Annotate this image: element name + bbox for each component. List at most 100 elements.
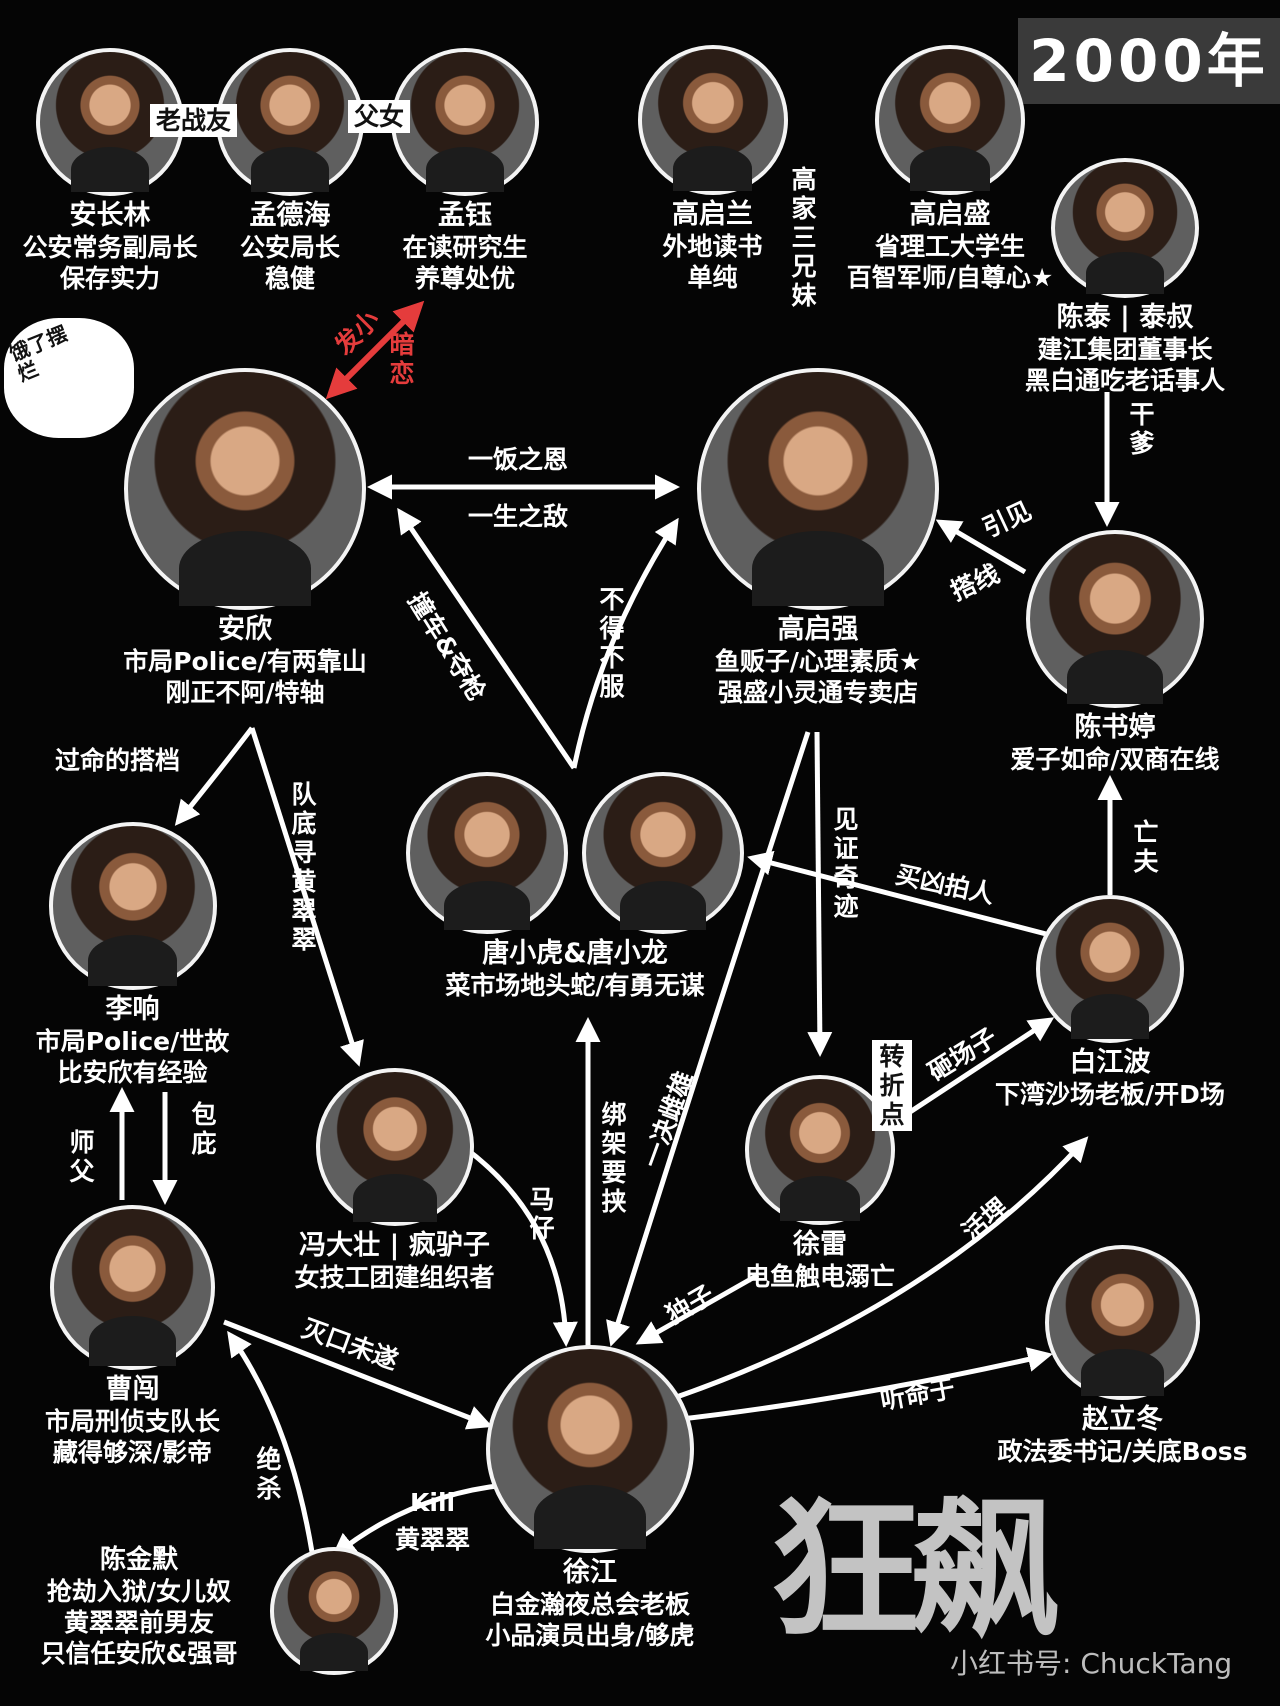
sticker-icon bbox=[4, 318, 134, 438]
node-name: 唐小虎&唐小龙 bbox=[482, 938, 668, 969]
node-desc: 百智军师/自尊心★ bbox=[846, 263, 1054, 292]
node-name: 陈金默 bbox=[99, 1545, 178, 1575]
node-desc: 单纯 bbox=[687, 263, 738, 292]
avatar bbox=[1051, 158, 1199, 298]
arrow-tang-anxin bbox=[397, 507, 577, 770]
node-gao-qisheng: 高启盛 省理工大学生 百智军师/自尊心★ bbox=[835, 45, 1065, 293]
label-kill-target: 黄翠翠 bbox=[395, 1525, 471, 1554]
avatar bbox=[406, 772, 568, 934]
avatar bbox=[875, 45, 1025, 195]
node-desc: 小品演员出身/够虎 bbox=[485, 1621, 695, 1650]
node-cao-chuang: 曹闯 市局刑侦支队长 藏得够深/影帝 bbox=[25, 1205, 240, 1468]
node-chen-jinmo: 陈金默 抢劫入狱/女儿奴 黄翠翠前男友 只信任安欣&强哥 bbox=[20, 1545, 400, 1695]
label-cover: 包庇 bbox=[191, 1100, 217, 1158]
label-partner: 过命的搭档 bbox=[55, 746, 181, 775]
node-name: 陈书婷 bbox=[1074, 712, 1156, 743]
node-bai-jiangbo: 白江波 下湾沙场老板/开D场 bbox=[975, 895, 1245, 1110]
label-meal-debt: 一饭之恩 bbox=[468, 445, 569, 474]
node-desc: 女技工团建组织者 bbox=[294, 1263, 495, 1292]
node-desc: 稳健 bbox=[264, 264, 315, 293]
label-godfather: 干爹 bbox=[1129, 400, 1155, 458]
arrow-tang-gaoqiqiang bbox=[571, 517, 679, 769]
node-desc: 爱子如命/双商在线 bbox=[1010, 745, 1220, 774]
node-desc: 抢劫入狱/女儿奴 bbox=[46, 1577, 232, 1606]
arrow-anxin-fengdazhuang bbox=[249, 727, 364, 1067]
node-desc: 市局Police/有两靠山 bbox=[123, 647, 367, 676]
node-meng-yu: 孟钰 在读研究生 养尊处优 bbox=[385, 48, 545, 294]
node-desc: 建江集团董事长 bbox=[1037, 335, 1213, 364]
label-witness-miracle: 见证奇迹 bbox=[833, 805, 859, 921]
arrow-fengdazhuang-xujiang bbox=[463, 1145, 578, 1347]
node-zhao-lidong: 赵立冬 政法委书记/关底Boss bbox=[975, 1245, 1270, 1467]
label-not-convinced: 不得不服 bbox=[599, 585, 625, 701]
node-name: 高启兰 bbox=[672, 199, 753, 230]
avatar bbox=[391, 48, 539, 196]
arrow-chenjinmo-caochuang bbox=[227, 1330, 315, 1553]
node-name: 曹闯 bbox=[105, 1374, 160, 1405]
node-desc: 政法委书记/关底Boss bbox=[997, 1437, 1248, 1466]
node-name: 高启盛 bbox=[909, 199, 991, 230]
node-name: 陈泰 | 泰叔 bbox=[1056, 302, 1194, 333]
node-name: 孟钰 bbox=[438, 200, 492, 231]
avatar bbox=[582, 772, 744, 934]
label-kidnap: 绑架要挟 bbox=[601, 1100, 627, 1216]
node-desc: 省理工大学生 bbox=[874, 232, 1025, 261]
node-li-xiang: 李响 市局Police/世故 比安欣有经验 bbox=[25, 822, 240, 1088]
label-kill: Kill bbox=[410, 1488, 456, 1517]
arrow-xujiang-zhaolidong bbox=[672, 1347, 1053, 1423]
node-desc: 公安常务副局长 bbox=[22, 233, 198, 262]
arrow-xulei-xujiang bbox=[635, 1272, 760, 1345]
label-turning-point: 转折点 bbox=[872, 1040, 912, 1131]
label-siblings: 高家三兄妹 bbox=[791, 165, 817, 310]
label-crush: 暗恋 bbox=[389, 330, 415, 388]
arrow-anxin-mengyu bbox=[325, 300, 425, 400]
node-name: 李响 bbox=[105, 994, 160, 1025]
label-master: 师父 bbox=[69, 1128, 95, 1186]
avatar bbox=[697, 368, 939, 610]
node-desc: 黑白通吃老话事人 bbox=[1024, 366, 1225, 395]
node-gao-qilan: 高启兰 外地读书 单纯 bbox=[630, 45, 795, 293]
node-name: 孟德海 bbox=[249, 200, 331, 231]
node-name: 徐雷 bbox=[793, 1229, 847, 1260]
avatar bbox=[124, 368, 366, 610]
avatar bbox=[48, 822, 217, 990]
label-search-huang: 队底寻黄翠翠 bbox=[291, 780, 317, 954]
avatar bbox=[216, 48, 364, 196]
node-tang: 唐小虎&唐小龙 菜市场地头蛇/有勇无谋 bbox=[405, 772, 745, 1001]
label-kill-off: 绝杀 bbox=[256, 1445, 282, 1503]
arrow-xujiang-baijiangbo bbox=[667, 1136, 1089, 1403]
arrow-anxin-lixiang bbox=[174, 726, 254, 826]
node-desc: 保存实力 bbox=[59, 264, 160, 293]
node-desc: 刚正不阿/特轴 bbox=[165, 678, 325, 707]
node-gao-qiqiang: 高启强 鱼贩子/心理素质★ 强盛小灵通专卖店 bbox=[678, 368, 958, 708]
node-name: 赵立冬 bbox=[1082, 1404, 1163, 1435]
node-meng-dehai: 孟德海 公安局长 稳健 bbox=[205, 48, 375, 294]
node-name: 冯大壮 | 疯驴子 bbox=[299, 1230, 490, 1261]
node-chen-tai: 陈泰 | 泰叔 建江集团董事长 黑白通吃老话事人 bbox=[1015, 158, 1235, 396]
node-desc: 白金瀚夜总会老板 bbox=[489, 1590, 690, 1619]
avatar bbox=[1026, 530, 1204, 708]
node-desc: 外地读书 bbox=[662, 232, 763, 261]
label-late-husband: 亡夫 bbox=[1133, 818, 1159, 876]
avatar bbox=[1045, 1245, 1200, 1400]
avatar bbox=[1036, 895, 1184, 1043]
node-xu-jiang: 徐江 白金瀚夜总会老板 小品演员出身/够虎 bbox=[460, 1345, 720, 1651]
year-badge: 2000年 bbox=[1018, 18, 1280, 104]
label-henchman: 马仔 bbox=[529, 1185, 555, 1243]
avatar bbox=[270, 1547, 398, 1675]
node-desc: 藏得够深/影帝 bbox=[52, 1438, 213, 1467]
node-an-xin: 安欣 市局Police/有两靠山 刚正不阿/特轴 bbox=[105, 368, 385, 708]
node-desc: 养尊处优 bbox=[414, 264, 515, 293]
node-desc: 只信任安欣&强哥 bbox=[40, 1639, 238, 1668]
avatar bbox=[637, 45, 788, 195]
node-desc: 强盛小灵通专卖店 bbox=[717, 678, 918, 707]
avatar bbox=[50, 1205, 215, 1370]
arrow-gaoqiqiang-xujiang bbox=[606, 731, 811, 1347]
arrow-xujiang-chenjinmo bbox=[331, 1482, 506, 1559]
arrow-xulei-baijiangbo bbox=[908, 1017, 1055, 1115]
arrow-chenshuting-gaoqiqiang bbox=[935, 519, 1027, 575]
arrow-gaoqiqiang-xulei bbox=[807, 731, 833, 1057]
node-name: 白江波 bbox=[1069, 1047, 1151, 1078]
avatar bbox=[315, 1068, 474, 1226]
